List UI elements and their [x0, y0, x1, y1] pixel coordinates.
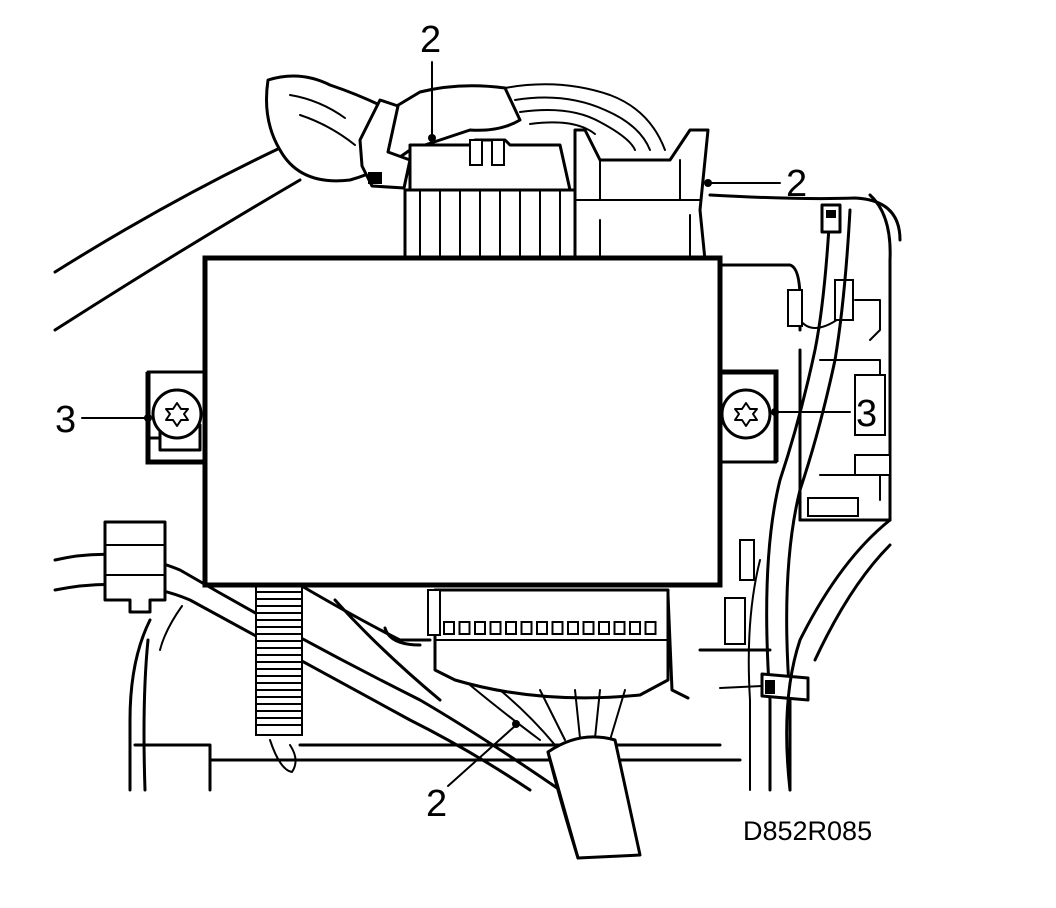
connector-pin [567, 621, 579, 635]
connector-pin [551, 621, 564, 635]
callout-left-3: 3 [55, 399, 152, 441]
connector-pin [443, 621, 455, 635]
callout-label-left: 3 [55, 399, 76, 441]
connector-pin [629, 621, 641, 635]
connector-pin [582, 621, 595, 635]
connector-pin [505, 621, 517, 635]
ribbed-hose-ridges [255, 591, 303, 726]
control-module-housing [202, 255, 723, 588]
mounting-tab-left [145, 370, 207, 465]
callout-top-2: 2 [420, 19, 441, 142]
connector-pin [474, 621, 486, 635]
connector-pin [644, 621, 657, 635]
top-connector-right [573, 128, 710, 262]
top-connector-left [403, 138, 587, 262]
callout-bottom-2: 2 [426, 720, 520, 825]
callout-top-right-2: 2 [704, 163, 807, 205]
figure-code: D852R085 [743, 816, 872, 846]
connector-pin-row [443, 621, 657, 635]
callout-label-bottom: 2 [426, 783, 447, 825]
callout-right-3: 3 [771, 393, 877, 435]
connector-pin [598, 621, 610, 635]
connector-pin [520, 621, 533, 635]
callout-label-top-right: 2 [786, 163, 807, 205]
torx-screw-right-icon [734, 402, 758, 427]
connector-pin [536, 621, 548, 635]
torx-screw-left-icon [165, 402, 189, 427]
connector-pin [613, 621, 626, 635]
mounting-tab-right [718, 369, 779, 464]
callout-label-right: 3 [856, 393, 877, 435]
connector-pin [458, 621, 471, 635]
background-structure [53, 74, 902, 792]
callout-label-top: 2 [420, 19, 441, 61]
connector-pin [489, 621, 502, 635]
bottom-connector [427, 588, 690, 860]
